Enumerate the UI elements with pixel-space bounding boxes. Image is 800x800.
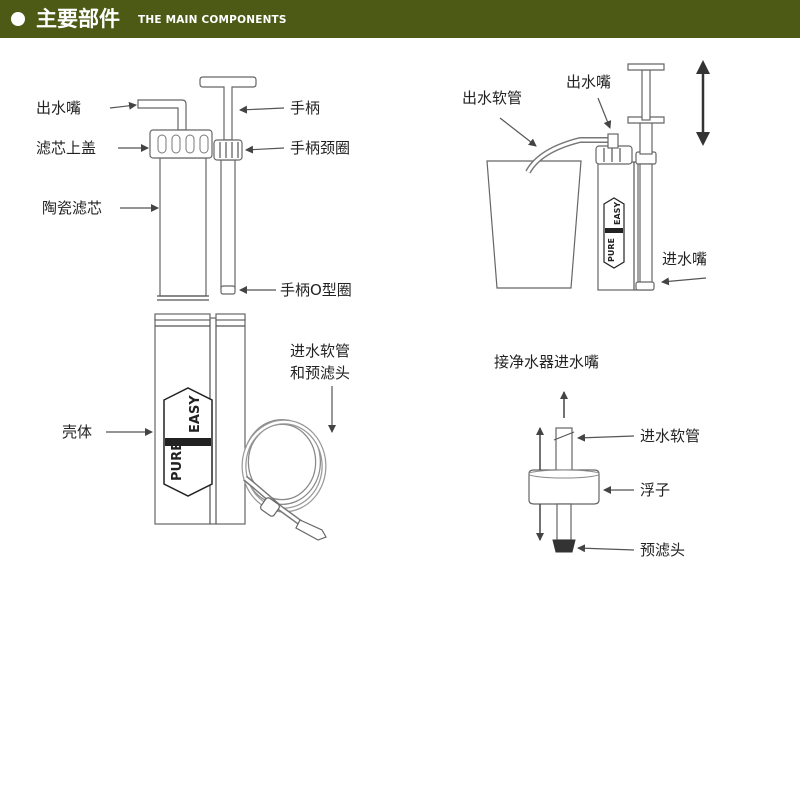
label-outlet-hose: 出水软管 xyxy=(462,89,522,107)
inlet-hose-coil xyxy=(241,419,327,541)
label-connect-inlet: 接净水器进水嘴 xyxy=(494,353,599,371)
prefilter-head-shape xyxy=(552,539,576,553)
label-filter-cap: 滤芯上盖 xyxy=(36,139,96,157)
float-shape xyxy=(528,469,600,505)
brand-small-line2: EASY xyxy=(613,202,622,225)
leader-lines xyxy=(106,97,707,553)
ceramic-filter-shape xyxy=(159,157,207,297)
outlet-hose xyxy=(525,133,619,174)
brand-line1: PURE xyxy=(170,442,185,481)
handle-grip-shape xyxy=(199,76,257,141)
label-outlet-nozzle-2: 出水嘴 xyxy=(566,73,611,91)
prefilter-shape xyxy=(295,519,327,541)
handle-o-ring-shape xyxy=(220,285,236,295)
cup xyxy=(486,160,582,289)
housing: PURE EASY xyxy=(154,313,246,525)
pump-stroke-arrow-icon xyxy=(696,60,710,146)
brand-small-line1: PURE xyxy=(607,238,616,262)
bullet-dot-icon xyxy=(11,12,25,26)
label-handle-collar: 手柄颈圈 xyxy=(290,139,350,157)
header-title-en: THE MAIN COMPONENTS xyxy=(138,14,287,26)
label-housing: 壳体 xyxy=(62,423,92,441)
outlet-spout-shape xyxy=(137,99,187,131)
pump-handle xyxy=(199,76,257,295)
header-bar: 主要部件 THE MAIN COMPONENTS xyxy=(0,0,800,38)
cup-shape xyxy=(486,160,582,289)
header-title-zh: 主要部件 xyxy=(36,7,120,31)
brand-line2: EASY xyxy=(188,395,203,433)
label-prefilter: 预滤头 xyxy=(640,541,685,559)
brand-badge: PURE EASY xyxy=(163,387,213,497)
pump-assembled: PURE EASY xyxy=(595,63,665,291)
label-inlet-nozzle: 进水嘴 xyxy=(662,250,707,268)
label-inlet-hose: 进水软管 xyxy=(640,427,700,445)
label-float: 浮子 xyxy=(640,481,670,499)
label-handle-o-ring: 手柄O型圈 xyxy=(280,281,352,299)
label-outlet-nozzle: 出水嘴 xyxy=(36,99,81,117)
label-inlet-hose-line2: 和预滤头 xyxy=(290,364,350,382)
label-handle: 手柄 xyxy=(290,99,320,117)
float-assembly xyxy=(528,391,600,553)
label-ceramic-filter: 陶瓷滤芯 xyxy=(42,199,102,217)
label-inlet-hose-line1: 进水软管 xyxy=(290,342,350,360)
handle-rod-shape xyxy=(220,159,236,289)
inlet-tube-shape xyxy=(555,427,573,475)
filter-cartridge xyxy=(137,99,213,301)
handle-collar-shape xyxy=(213,139,243,161)
